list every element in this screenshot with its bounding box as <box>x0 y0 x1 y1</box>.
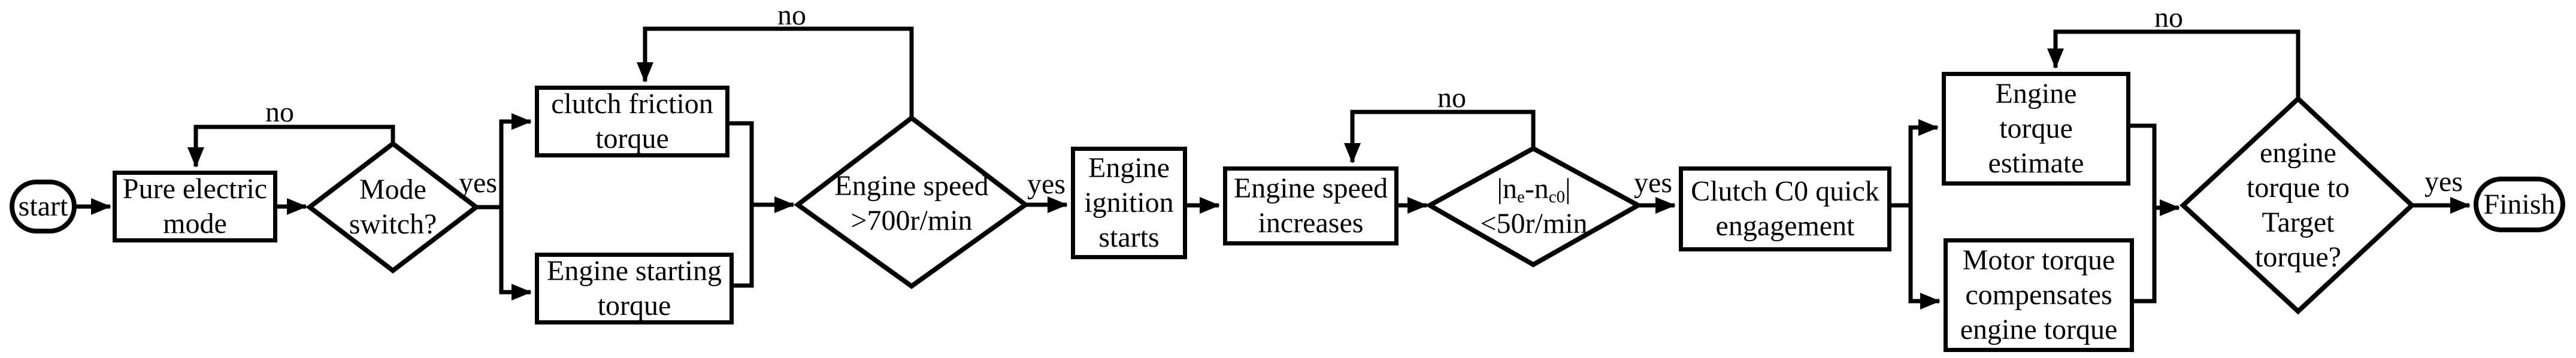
node-label-line: increases <box>1258 207 1364 239</box>
node-start: start <box>10 180 77 233</box>
edge-merge-to-target-torque-diamond <box>2130 123 2180 216</box>
edge-mode-switch-yes-to-engine-starting <box>499 207 532 301</box>
edge-target-torque-no-loop <box>2047 29 2300 99</box>
edge-label-speed-diff-yes: yes <box>1634 167 1672 199</box>
edge-clutch-c0-to-motor-compensates <box>1908 205 1941 310</box>
node-finish-label: Finish <box>2483 188 2556 220</box>
edge-label-engine-speed-no: no <box>777 0 806 31</box>
node-finish: Finish <box>2474 177 2565 232</box>
node-label-line: Motor torque <box>1962 244 2115 276</box>
decision-mode-switch <box>305 140 480 274</box>
decision-speed-difference <box>1424 145 1643 268</box>
node-label-line: Engine <box>1088 152 1170 184</box>
node-label-line: switch? <box>349 208 437 240</box>
node-engine-torque-estimate: Engine torque estimate <box>1942 72 2130 186</box>
speed-diff-text: -n <box>1524 173 1549 205</box>
node-label-line: clutch friction <box>551 88 713 120</box>
node-label-line: torque <box>597 290 671 321</box>
speed-diff-sub-e: e <box>1517 187 1525 207</box>
node-pure-electric-mode: Pure electric mode <box>113 171 277 242</box>
edge-motor-to-merge <box>2134 210 2157 304</box>
label-target-torque: engine torque to Target torque? <box>2247 136 2350 275</box>
edge-label-speed-diff-no: no <box>1437 82 1466 114</box>
node-engine-starting-torque: Engine starting torque <box>535 253 734 324</box>
speed-diff-text: | <box>1564 173 1571 205</box>
node-clutch-friction-torque: clutch friction torque <box>535 86 729 157</box>
node-engine-ignition-starts: Engine ignition starts <box>1071 147 1187 259</box>
decision-target-torque <box>2180 95 2415 315</box>
node-clutch-c0-engagement: Clutch C0 quick engagement <box>1679 166 1891 251</box>
edge-mode-switch-no-loop <box>187 125 395 168</box>
edge-label-engine-speed-yes: yes <box>1027 168 1065 200</box>
node-label-line: compensates <box>1965 279 2112 311</box>
node-label-line: Pure electric <box>122 173 268 205</box>
node-label-line: engine <box>2260 137 2336 169</box>
speed-diff-sub-c0: c0 <box>1548 187 1565 207</box>
node-label-line: >700r/min <box>850 205 973 236</box>
node-label-line: engagement <box>1715 210 1855 242</box>
edge-engine-starting-to-merge <box>734 204 754 288</box>
edge-clutch-c0-to-torque-estimate <box>1891 119 1939 208</box>
node-label-line: engine torque <box>1960 314 2118 345</box>
node-label-line: Mode <box>359 174 426 205</box>
node-label-line: torque to <box>2247 172 2350 204</box>
decision-engine-speed <box>794 114 1030 289</box>
speed-diff-text: |n <box>1497 173 1518 205</box>
edge-speed-diff-no-loop <box>1344 110 1536 163</box>
edge-label-target-torque-no: no <box>2154 2 2183 34</box>
node-label-line: Engine speed <box>1233 172 1388 204</box>
edge-engine-speed-no-loop <box>637 26 914 118</box>
edge-label-target-torque-yes: yes <box>2424 166 2463 198</box>
edge-merge-to-engine-speed-diamond <box>729 121 795 213</box>
label-speed-difference: |ne-nc0| <50r/min <box>1480 172 1587 241</box>
node-label-line: starts <box>1098 222 1160 253</box>
node-label-line: estimate <box>1988 147 2084 179</box>
node-motor-torque-compensates: Motor torque compensates engine torque <box>1944 238 2134 352</box>
node-label-line: mode <box>163 208 227 239</box>
edge-label-mode-switch-yes: yes <box>459 167 497 199</box>
node-label-line: ignition <box>1084 187 1174 219</box>
label-engine-speed-700: Engine speed >700r/min <box>834 169 988 238</box>
node-start-label: start <box>18 190 68 222</box>
node-label-line: Engine starting <box>547 255 722 287</box>
label-mode-switch: Mode switch? <box>349 172 437 242</box>
node-label-line: <50r/min <box>1480 208 1588 239</box>
node-label-line: Engine <box>1995 78 2077 110</box>
node-label-line: torque? <box>2255 241 2341 273</box>
edge-mode-switch-yes-to-clutch-friction <box>476 113 532 210</box>
node-label-line: Engine speed <box>834 170 989 202</box>
node-label-line: Target <box>2262 207 2335 238</box>
edge-label-mode-switch-no: no <box>265 96 294 128</box>
node-label-line: Clutch C0 quick <box>1691 175 1879 207</box>
node-engine-speed-increases: Engine speed increases <box>1223 166 1399 245</box>
node-label-line: torque <box>1999 113 2073 144</box>
node-label-line: |ne-nc0| <box>1480 172 1587 207</box>
node-label-line: torque <box>595 123 669 154</box>
